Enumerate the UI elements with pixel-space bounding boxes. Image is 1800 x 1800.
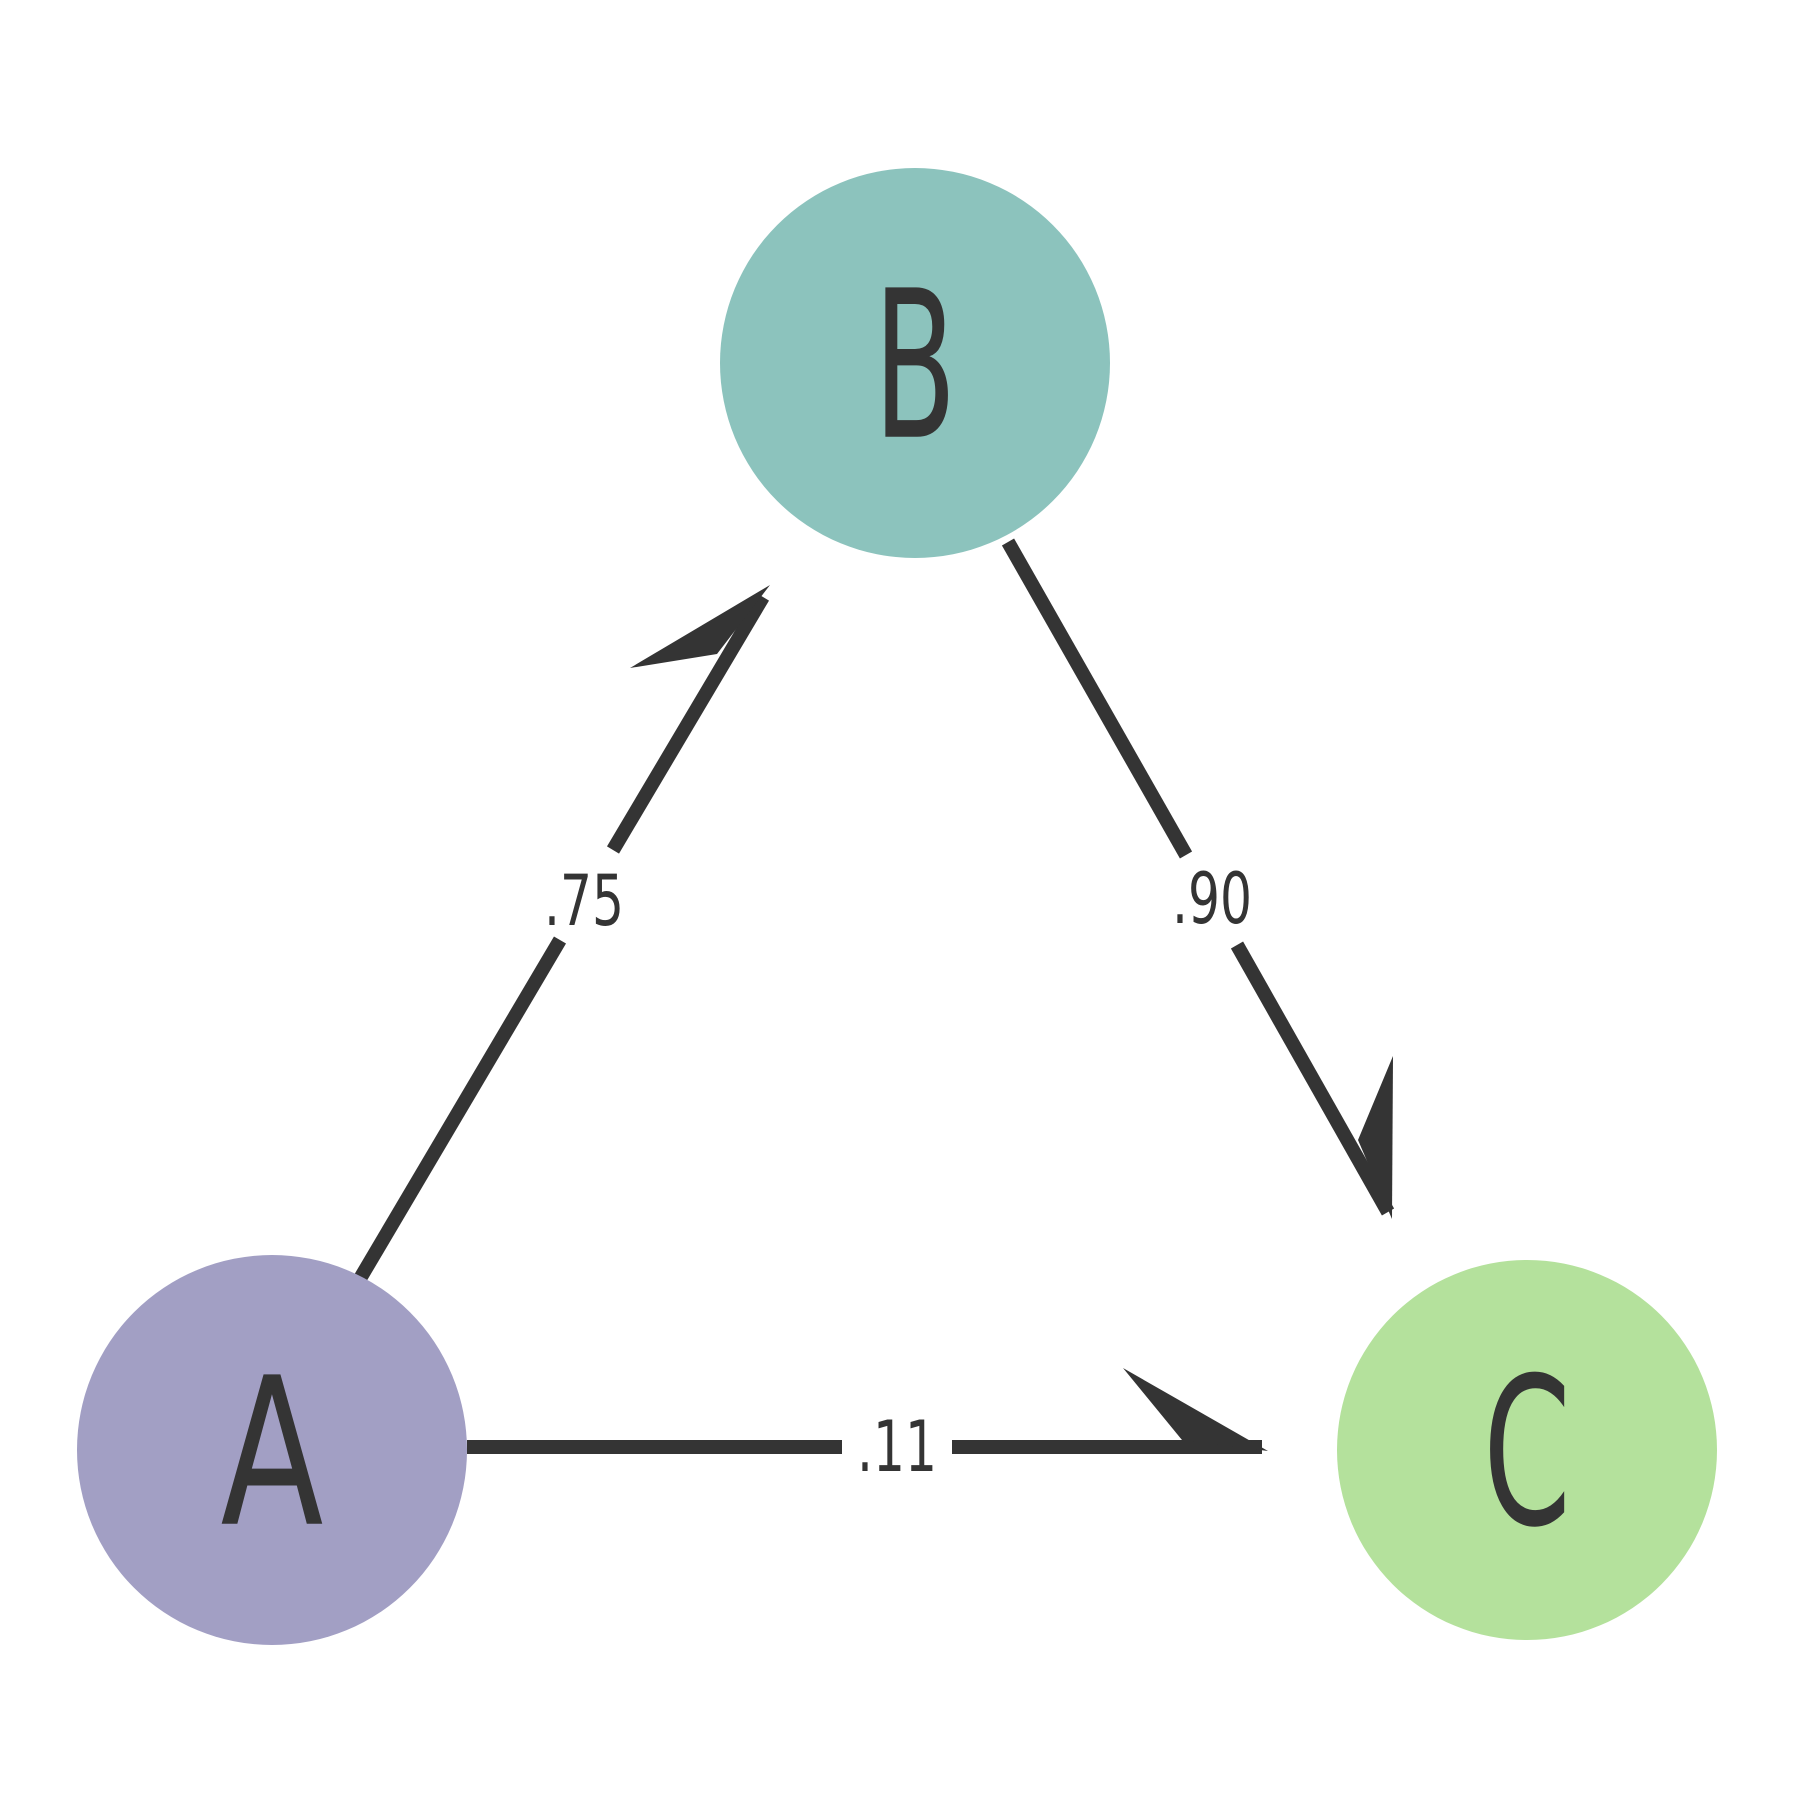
node-b-label: B (874, 248, 957, 486)
node-a-label: A (221, 1335, 324, 1573)
edge-b-to-c-shaft-lower (1230, 941, 1395, 1216)
node-b: B (720, 168, 1110, 558)
edge-a-to-c: .11 (467, 1368, 1268, 1488)
node-a-circle (77, 1255, 467, 1645)
edge-b-to-c: .90 (1001, 538, 1395, 1219)
node-a: A (77, 1255, 467, 1645)
edge-a-to-b-arrowhead-icon (630, 585, 770, 668)
node-c: C (1337, 1260, 1717, 1640)
edge-a-to-b-shaft-upper (606, 593, 770, 854)
edge-a-to-c-arrowhead-icon (1123, 1368, 1268, 1451)
node-c-label: C (1483, 1335, 1571, 1573)
edge-b-to-c-shaft-upper (1001, 538, 1193, 859)
edge-a-to-b-weight-label: .75 (544, 860, 624, 942)
edge-b-to-c-weight-label: .90 (1172, 858, 1252, 940)
node-c-circle (1337, 1260, 1717, 1640)
edge-b-to-c-arrowhead-icon (1358, 1056, 1393, 1219)
node-b-circle (720, 168, 1110, 558)
edge-a-to-c-weight-label: .11 (857, 1406, 937, 1488)
edge-a-to-b-shaft-lower (351, 936, 567, 1286)
edge-a-to-b: .75 (351, 585, 770, 1286)
